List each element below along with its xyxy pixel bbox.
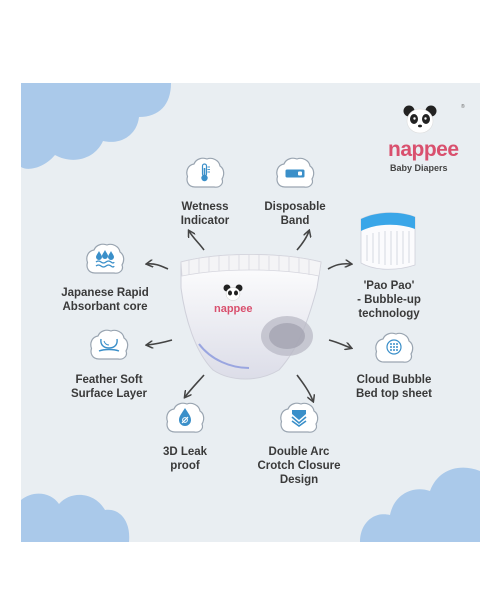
label-disposable-band: Disposable Band [245, 200, 345, 228]
leak-drop-icon [179, 408, 191, 426]
label-line: proof [170, 460, 200, 472]
label-line: Double Arc [268, 446, 330, 458]
brand-subtitle: Baby Diapers [390, 163, 448, 173]
bubble-grid-icon [386, 339, 402, 355]
label-leak-proof: 3D Leak proof [139, 445, 231, 473]
cloud-decoration-bottom-left [21, 493, 130, 542]
feather-layer-icon [98, 338, 120, 352]
label-line: Band [280, 215, 310, 227]
feature-feather-soft [89, 328, 129, 362]
registered-mark: ® [461, 104, 465, 110]
double-arc-icon [291, 410, 307, 427]
label-line: Cloud Bubble [356, 374, 432, 386]
water-drops-icon [95, 250, 115, 268]
label-line: Indicator [180, 215, 230, 227]
brand-name: nappee [388, 138, 459, 161]
feature-cloud-bubble-sheet [374, 331, 414, 365]
bubble-up-texture-image [360, 212, 416, 270]
label-line: 'Pao Pao' [363, 280, 415, 292]
feature-arrows [21, 83, 480, 542]
diaper-logo-text: nappee [214, 303, 253, 315]
label-line: Crotch Closure [257, 460, 341, 472]
band-icon [285, 169, 305, 178]
diaper-product-image: nappee [180, 254, 322, 380]
label-line: Surface Layer [70, 388, 148, 400]
label-line: Japanese Rapid [61, 287, 149, 299]
label-line: Wetness [181, 201, 229, 213]
label-line: Disposable [264, 201, 326, 213]
feature-wetness-indicator [185, 156, 225, 190]
cloud-decoration-top-left [21, 83, 171, 169]
feature-double-arc [279, 401, 319, 435]
feature-disposable-band [275, 156, 315, 190]
label-double-arc: Double Arc Crotch Closure Design [247, 445, 351, 487]
feature-leak-proof [165, 401, 205, 435]
label-line: - Bubble-up [357, 294, 421, 306]
label-line: Design [279, 474, 319, 486]
label-feather-soft: Feather Soft Surface Layer [57, 373, 161, 401]
label-japanese-core: Japanese Rapid Absorbant core [49, 286, 161, 314]
label-cloud-bubble-sheet: Cloud Bubble Bed top sheet [339, 373, 449, 401]
label-line: 3D Leak [162, 446, 208, 458]
label-line: technology [358, 308, 420, 320]
label-pao-pao: 'Pao Pao' - Bubble-up technology [343, 279, 435, 321]
panda-logo-icon [403, 105, 437, 134]
label-wetness-indicator: Wetness Indicator [155, 200, 255, 228]
infographic-card: ® nappee Baby Diapers [21, 83, 480, 542]
label-line: Feather Soft [75, 374, 143, 386]
label-line: Bed top sheet [355, 388, 433, 400]
thermometer-icon [201, 163, 210, 182]
feature-cloud-bubble [90, 329, 129, 360]
label-line: Absorbant core [62, 301, 148, 313]
feature-japanese-core [85, 242, 125, 276]
cloud-decoration-bottom-right [360, 467, 480, 542]
